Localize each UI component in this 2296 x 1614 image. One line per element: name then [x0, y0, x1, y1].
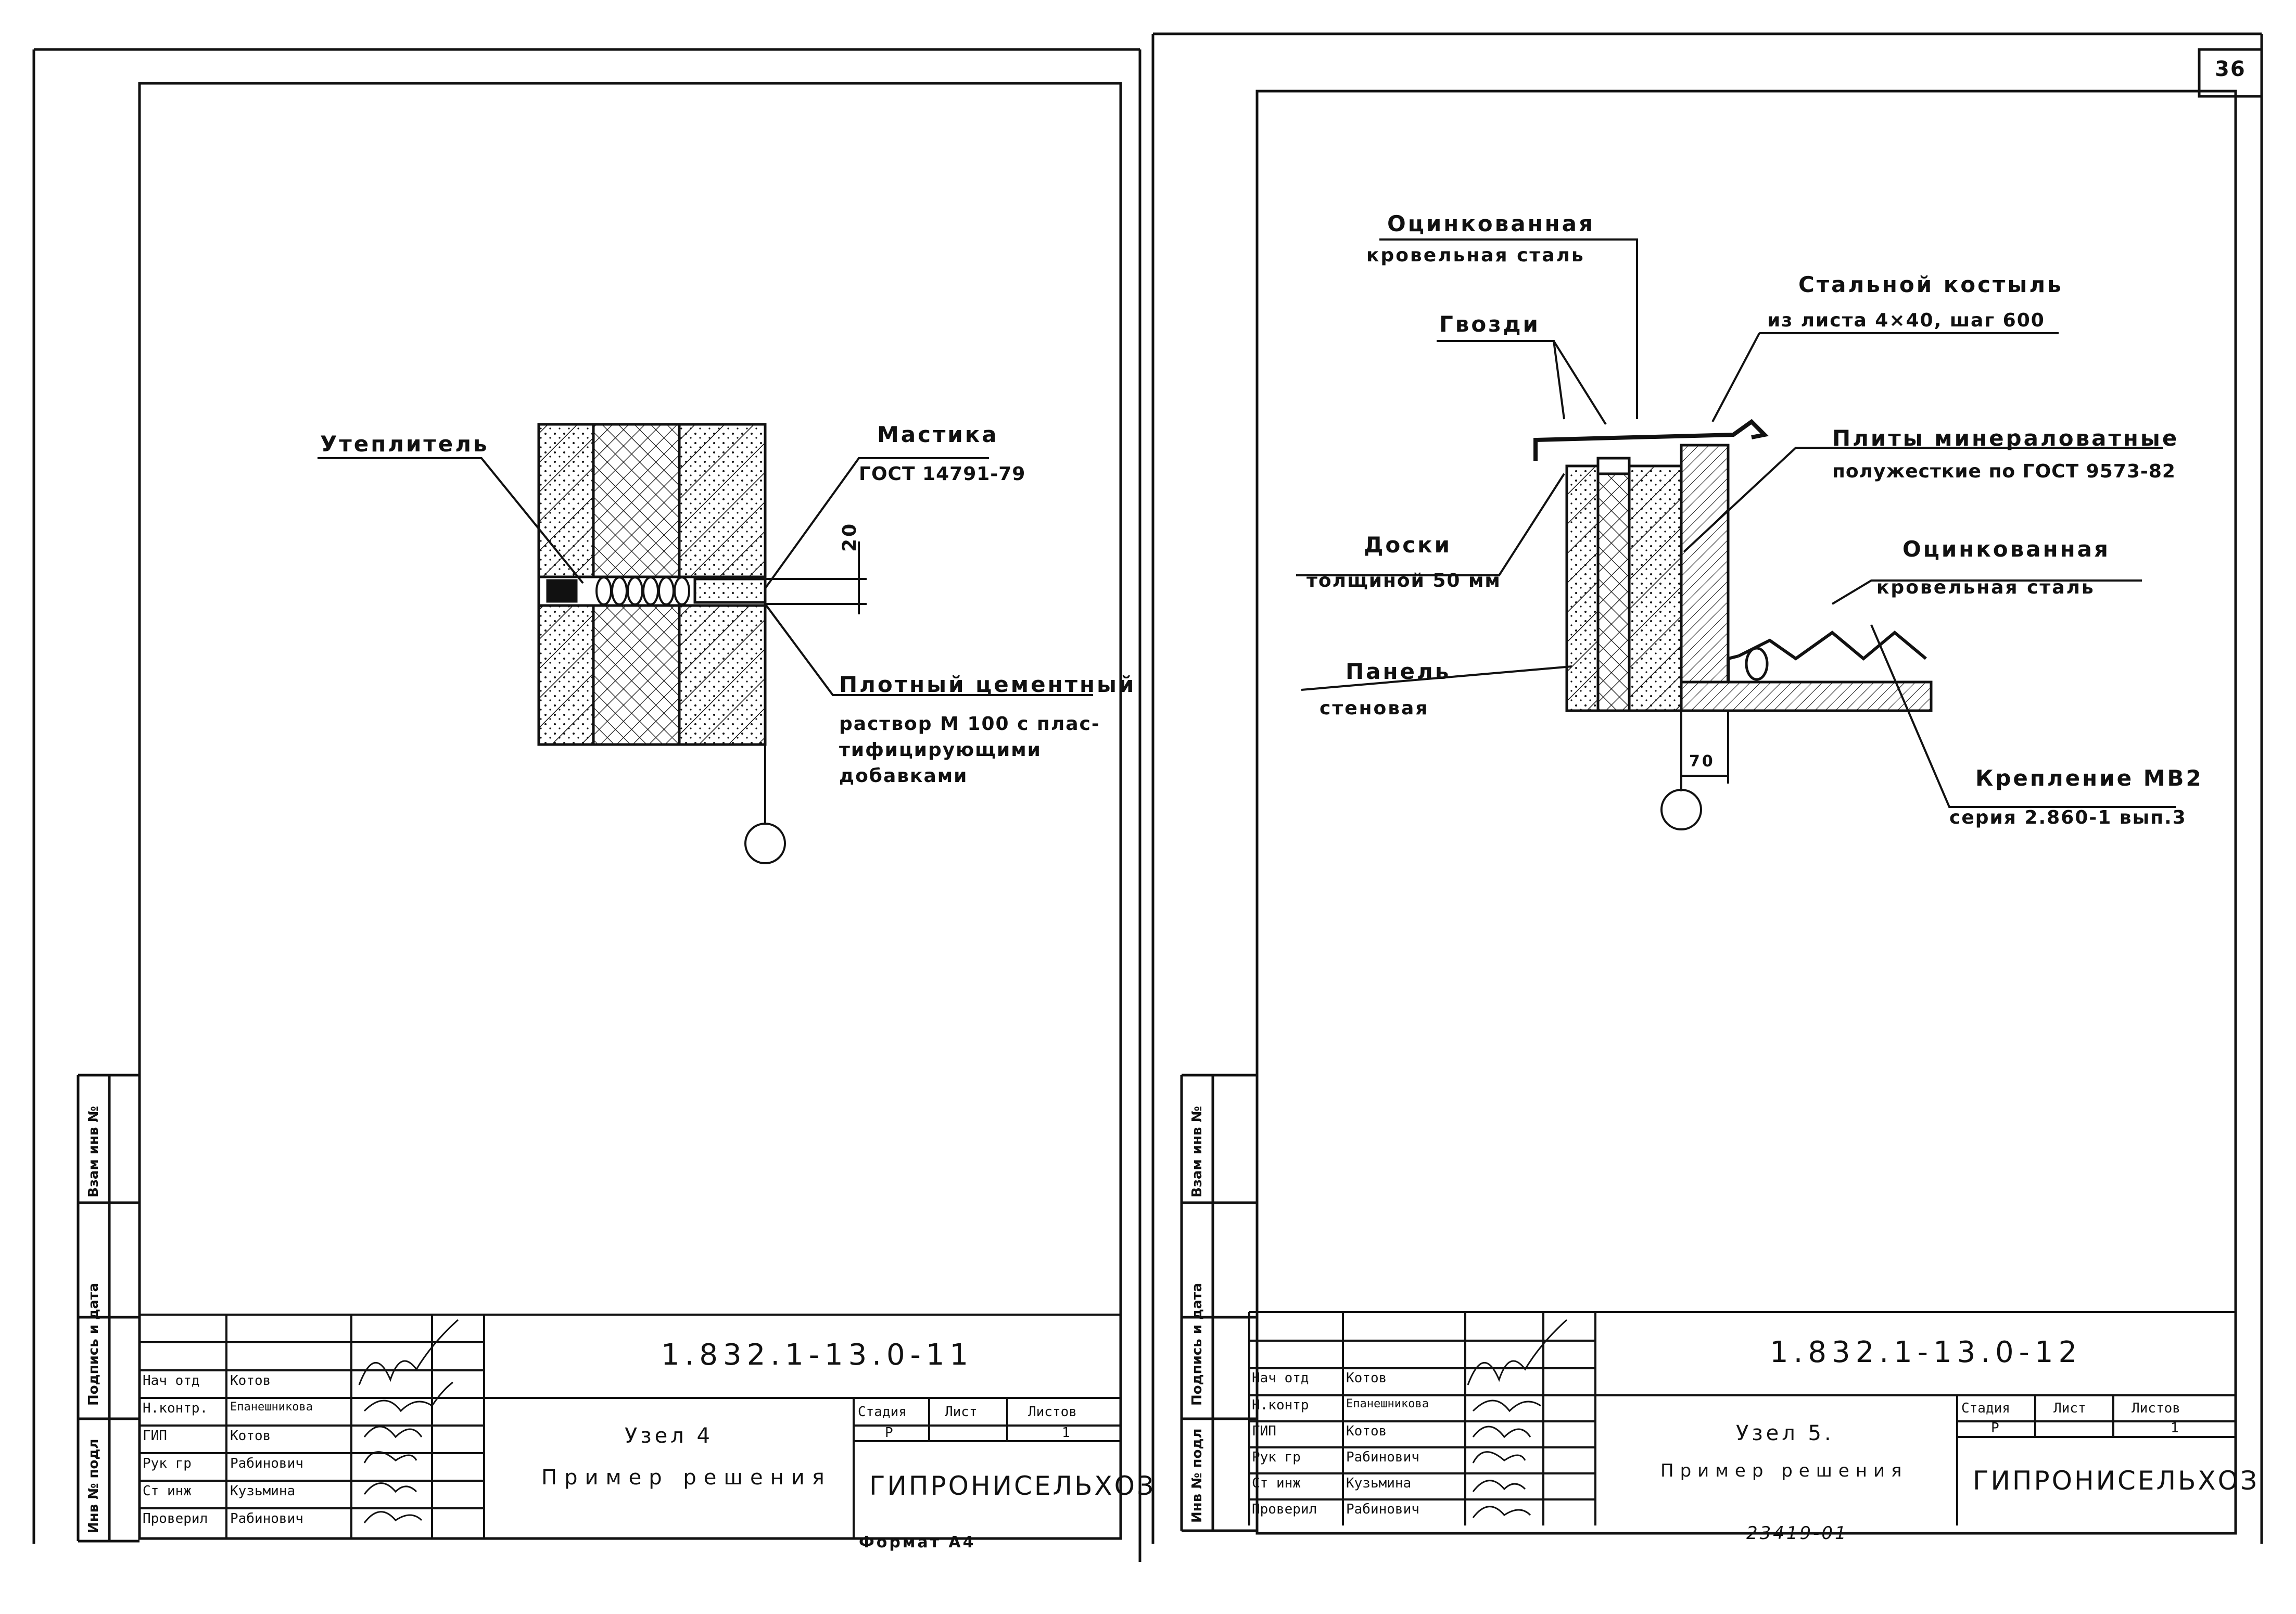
signatures: [358, 1319, 1568, 1523]
left-sheet-frame: [32, 48, 1141, 1562]
left-role-1: Н.контр.: [143, 1401, 208, 1416]
left-sheets-value: 1: [1062, 1425, 1070, 1441]
side-stamp-inv-right: Инв № подл: [1189, 1428, 1205, 1523]
right-title-block-grid: [1248, 1311, 2236, 1525]
left-title-line1: Узел 4: [625, 1424, 713, 1448]
left-name-4: Кузьмина: [230, 1483, 296, 1499]
left-role-5: Проверил: [143, 1511, 208, 1527]
side-stamp-podpis-left: Подпись и дата: [86, 1282, 102, 1406]
sheet-number: 36: [2215, 57, 2246, 81]
label-zinc2-line2: кровельная сталь: [1876, 577, 2095, 598]
right-role-0: Нач отд: [1252, 1370, 1309, 1386]
right-sheet-header: Лист: [2053, 1401, 2086, 1416]
label-plates-line1: Плиты минераловатные: [1832, 425, 2179, 451]
right-name-1: Епанешникова: [1346, 1397, 1429, 1410]
side-stamp-inv-left: Инв № подл: [86, 1439, 102, 1533]
left-title-block-grid: [139, 1314, 1121, 1539]
left-role-2: ГИП: [143, 1428, 167, 1444]
label-boards-line2: толщиной 50 мм: [1306, 570, 1501, 591]
dim-20: 20: [839, 521, 860, 552]
right-doc-code: 1.832.1-13.0-12: [1770, 1335, 2083, 1369]
left-sheet-header: Лист: [945, 1404, 978, 1420]
right-sheets-value: 1: [2171, 1420, 2179, 1436]
label-panel-line2: стеновая: [1320, 698, 1429, 719]
label-mastic-title: Мастика: [877, 422, 999, 447]
left-sheets-header: Листов: [1028, 1404, 1077, 1420]
right-role-5: Проверил: [1252, 1502, 1317, 1517]
left-doc-code: 1.832.1-13.0-11: [661, 1338, 974, 1372]
right-sheet-frame: [1151, 32, 2263, 1544]
right-sheets-header: Листов: [2132, 1401, 2180, 1416]
label-mortar-line4: добавками: [839, 765, 968, 787]
label-insulation: Утеплитель: [320, 431, 489, 457]
left-name-1: Епанешникова: [230, 1401, 313, 1414]
node4-drawing: [318, 423, 1093, 864]
left-stage-value: Р: [885, 1425, 893, 1441]
left-name-0: Котов: [230, 1373, 271, 1389]
left-name-3: Рабинович: [230, 1456, 303, 1471]
label-panel-line1: Панель: [1346, 659, 1451, 684]
right-stage-header: Стадия: [1961, 1401, 2010, 1416]
right-role-4: Ст инж: [1252, 1476, 1301, 1491]
label-zinc1-line1: Оцинкованная: [1387, 211, 1595, 236]
right-role-2: ГИП: [1252, 1423, 1276, 1439]
left-role-0: Нач отд: [143, 1373, 200, 1389]
left-name-5: Рабинович: [230, 1511, 303, 1527]
right-role-3: Рук гр: [1252, 1449, 1301, 1465]
right-role-1: Н.контр: [1252, 1397, 1309, 1413]
node5-drawing: [1296, 238, 2176, 830]
right-title-line2: Пример решения: [1660, 1460, 1908, 1481]
right-org: ГИПРОНИСЕЛЬХОЗ: [1973, 1466, 2260, 1496]
right-name-2: Котов: [1346, 1423, 1387, 1439]
left-role-3: Рук гр: [143, 1456, 192, 1471]
dim-70: 70: [1689, 752, 1715, 771]
label-fix-line1: Крепление МВ2: [1975, 765, 2203, 791]
right-name-3: Рабинович: [1346, 1449, 1419, 1465]
archive-number: 23419-01: [1746, 1523, 1848, 1544]
label-mortar-line1: Плотный цементный: [839, 672, 1136, 697]
label-boards-line1: Доски: [1364, 532, 1452, 558]
left-role-4: Ст инж: [143, 1483, 192, 1499]
right-name-4: Кузьмина: [1346, 1476, 1412, 1491]
side-stamp-podpis-right: Подпись и дата: [1189, 1282, 1205, 1406]
side-stamp-vzam-right: Взам инв №: [1189, 1106, 1205, 1197]
label-mortar-line2: раствор М 100 с плас-: [839, 713, 1100, 735]
right-title-line1: Узел 5.: [1736, 1421, 1834, 1445]
label-zinc1-line2: кровельная сталь: [1366, 245, 1585, 266]
side-stamp-vzam-left: Взам инв №: [86, 1106, 102, 1197]
right-name-5: Рабинович: [1346, 1502, 1419, 1517]
label-crutch-line1: Стальной костыль: [1798, 272, 2063, 297]
right-stage-value: Р: [1991, 1420, 1999, 1436]
label-fix-line2: серия 2.860-1 вып.3: [1949, 807, 2187, 828]
left-org: ГИПРОНИСЕЛЬХОЗ: [869, 1471, 1156, 1501]
right-name-0: Котов: [1346, 1370, 1387, 1386]
left-name-2: Котов: [230, 1428, 271, 1444]
label-zinc2-line1: Оцинкованная: [1902, 536, 2110, 562]
left-stage-header: Стадия: [858, 1404, 907, 1420]
label-nails: Гвозди: [1439, 311, 1540, 337]
format-label: Формат А4: [859, 1533, 976, 1552]
label-crutch-line2: из листа 4×40, шаг 600: [1767, 310, 2045, 331]
label-plates-line2: полужесткие по ГОСТ 9573-82: [1832, 461, 2176, 482]
label-mastic-gost: ГОСТ 14791-79: [859, 463, 1026, 485]
label-mortar-line3: тифицирующими: [839, 739, 1042, 761]
left-title-line2: Пример решения: [541, 1466, 832, 1490]
